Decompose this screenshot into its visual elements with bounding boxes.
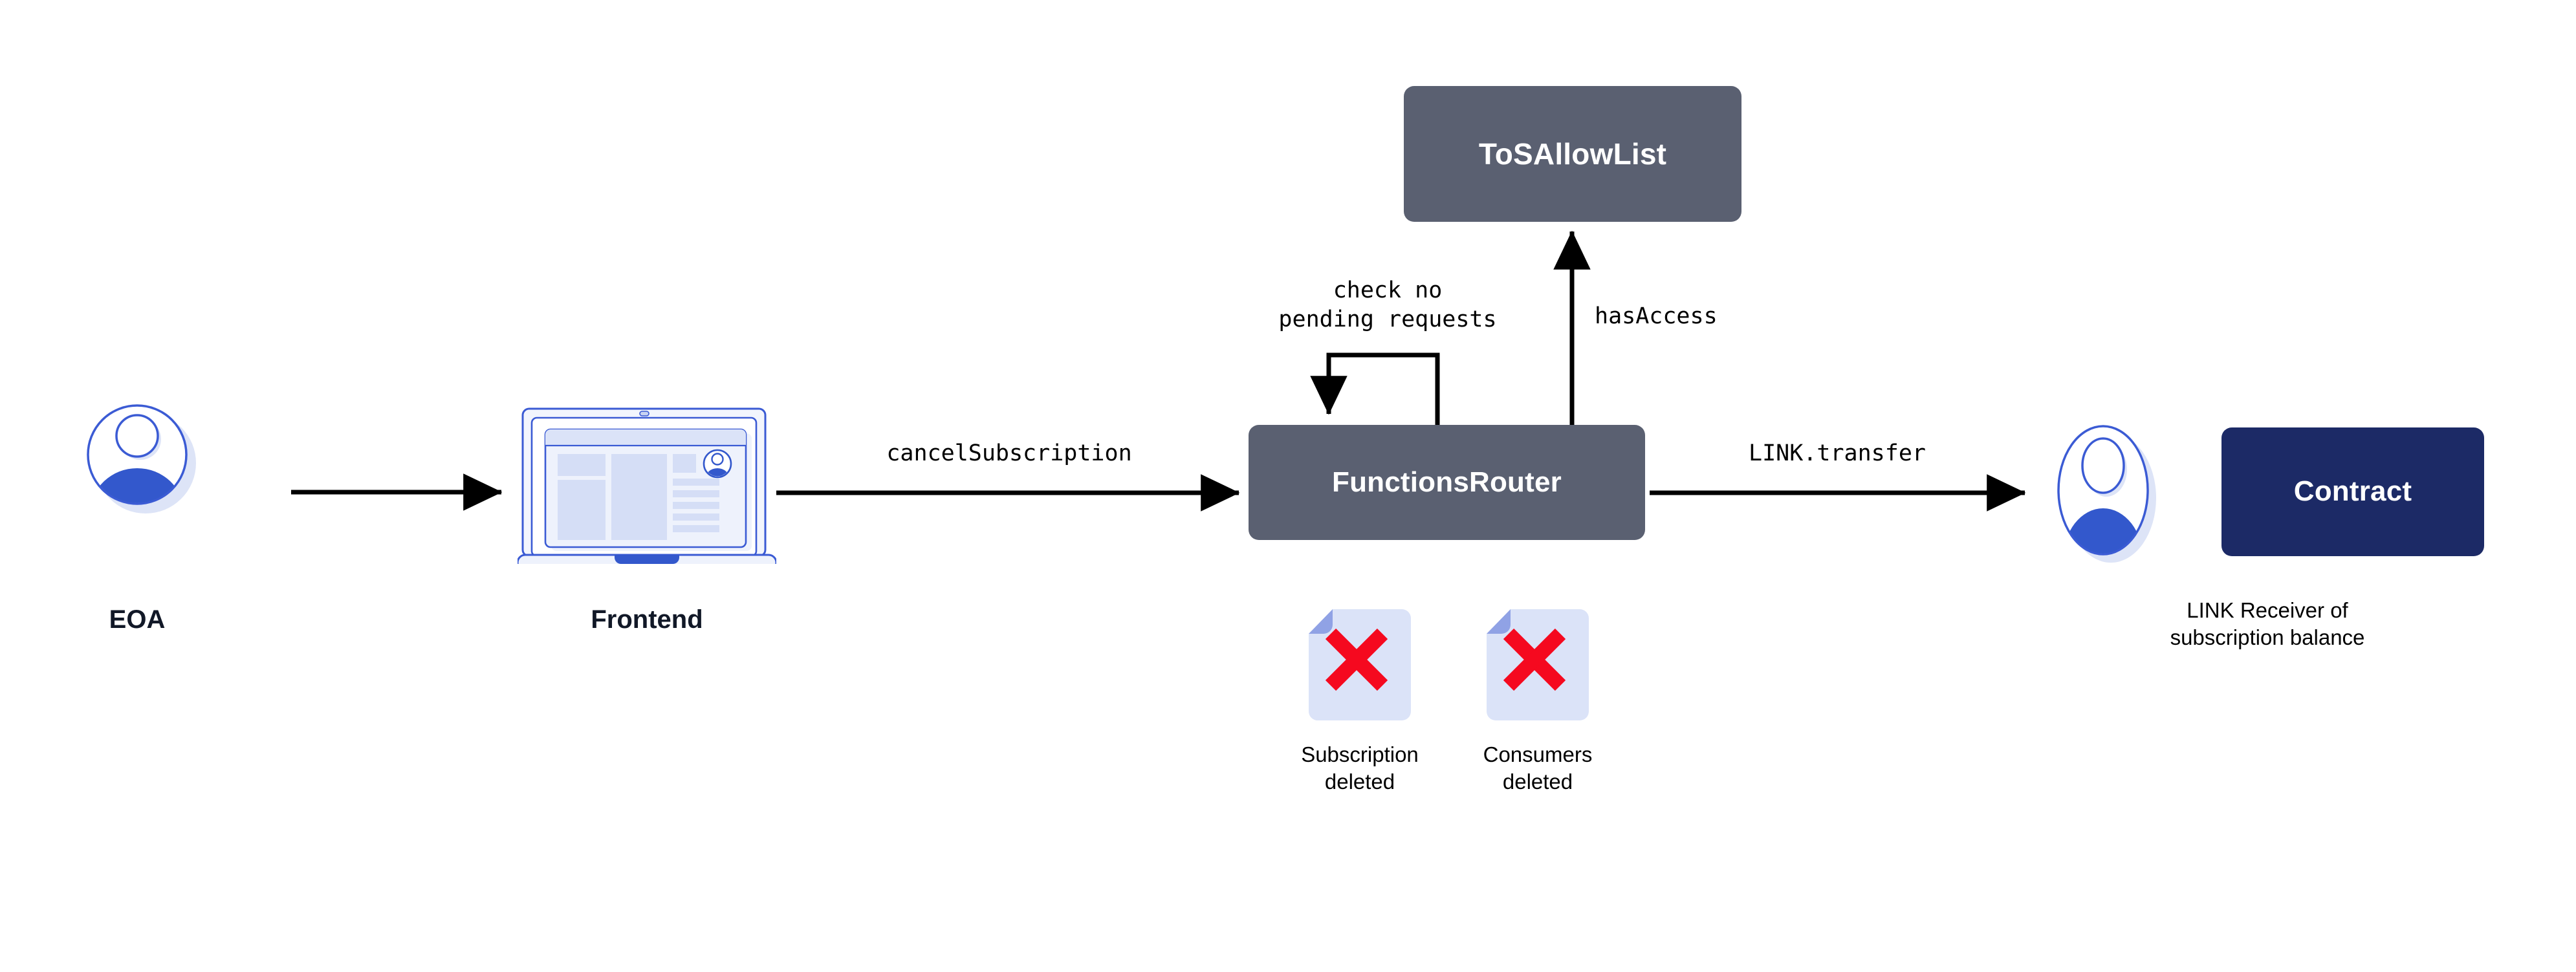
edge-label-has-access: hasAccess [1595, 303, 1718, 329]
avatar-body [2063, 508, 2143, 554]
edge-label-check-no-pending-requests-line2: pending requests [1278, 307, 1497, 332]
browser-text-line [673, 513, 719, 521]
laptop-camera-icon [639, 411, 649, 416]
browser-block [673, 454, 696, 473]
subscription-deleted-icon [1305, 608, 1415, 723]
avatar-head [2081, 437, 2125, 494]
link-receiver-avatar [2046, 419, 2169, 568]
node-tos-allowlist[interactable]: ToSAllowList [1404, 86, 1741, 222]
edge-label-link-transfer: LINK.transfer [1749, 440, 1926, 466]
node-functions-router-label: FunctionsRouter [1332, 466, 1562, 498]
eoa-label: EOA [109, 605, 166, 634]
document-fold-icon [1309, 609, 1333, 634]
node-functions-router[interactable]: FunctionsRouter [1249, 425, 1645, 540]
caption-line-1: Subscription [1301, 742, 1419, 766]
frontend-laptop-icon [518, 402, 776, 564]
laptop-notch [615, 555, 679, 564]
caption-line-2: deleted [1324, 770, 1395, 794]
subscription-deleted-caption: Subscription deleted [1272, 741, 1447, 795]
caption-line-1: Consumers [1483, 742, 1593, 766]
frontend-label: Frontend [591, 605, 703, 634]
avatar-head [115, 414, 159, 458]
browser-text-line [673, 479, 719, 486]
red-x-icon [1325, 628, 1388, 691]
red-x-icon [1503, 628, 1566, 691]
browser-block [558, 480, 606, 540]
node-tos-allowlist-label: ToSAllowList [1478, 136, 1667, 171]
edge-label-check-no-pending-requests-line1: check no [1333, 277, 1443, 303]
browser-text-line [673, 525, 719, 532]
consumers-deleted-icon [1483, 608, 1593, 723]
arrow-router-self-loop [1310, 352, 1440, 425]
avatar-body [91, 468, 184, 503]
caption-line-2: subscription balance [2170, 625, 2365, 650]
document-fold-icon [1487, 609, 1511, 634]
consumers-deleted-caption: Consumers deleted [1450, 741, 1625, 795]
caption-line-2: deleted [1502, 770, 1573, 794]
eoa-avatar [86, 402, 199, 519]
browser-chrome-bar [545, 429, 746, 446]
browser-block [558, 454, 606, 476]
browser-text-line [673, 502, 719, 509]
caption-line-1: LINK Receiver of [2187, 598, 2348, 622]
node-contract[interactable]: Contract [2221, 427, 2484, 556]
edge-label-cancel-subscription: cancelSubscription [886, 440, 1132, 466]
link-receiver-caption: LINK Receiver of subscription balance [2119, 597, 2416, 651]
node-contract-label: Contract [2293, 475, 2412, 508]
browser-block [611, 454, 667, 540]
browser-text-line [673, 490, 719, 497]
